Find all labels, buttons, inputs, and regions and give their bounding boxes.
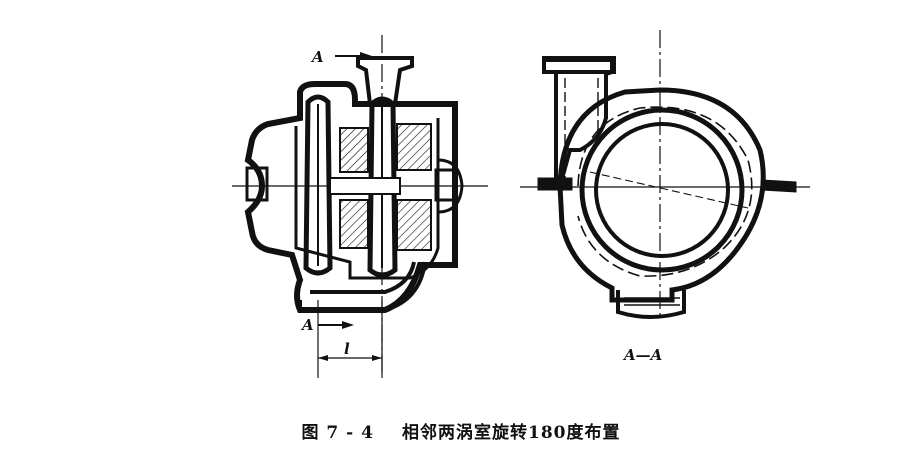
left-section-view [232,35,488,378]
diaphragm-lower-left [339,199,369,249]
pump-drawing: A A l A—A [232,30,810,378]
right-base-flange [761,179,797,193]
section-mark-bottom: A [300,316,314,334]
volute-dashed [577,106,753,277]
left-impeller [303,94,333,276]
left-bolt-head [245,166,269,202]
diaphragm-upper-right [396,123,432,171]
diaphragm-lower-right [396,199,432,251]
outer-casing [244,81,458,313]
dimension-label: l [344,340,350,358]
discharge-pipe-flange [542,56,616,74]
figure-caption: 图 7 - 4 相邻两涡室旋转180度布置 [0,418,922,443]
shaft [329,177,401,195]
impeller-circle [594,122,730,258]
crossover-pipe [298,261,427,312]
middle-impeller [367,96,398,278]
volute-outer [557,87,766,303]
right-section-view [520,30,810,319]
section-arrow-top-head [360,52,372,60]
section-arrow-bottom-head [342,321,354,329]
discharge-nozzle [356,56,414,106]
section-title: A—A [622,346,662,364]
right-diagonal-centerline [589,171,749,209]
bottom-outlet [616,290,686,319]
inner-ring [579,107,745,273]
figure-title: 相邻两涡室旋转180度布置 [401,423,621,443]
section-mark-top: A [310,48,324,66]
figure-number: 图 7 - 4 [301,423,374,443]
diaphragm-upper-left [339,127,369,173]
right-bolt-head [434,168,458,202]
right-bolt-lug [437,158,464,214]
